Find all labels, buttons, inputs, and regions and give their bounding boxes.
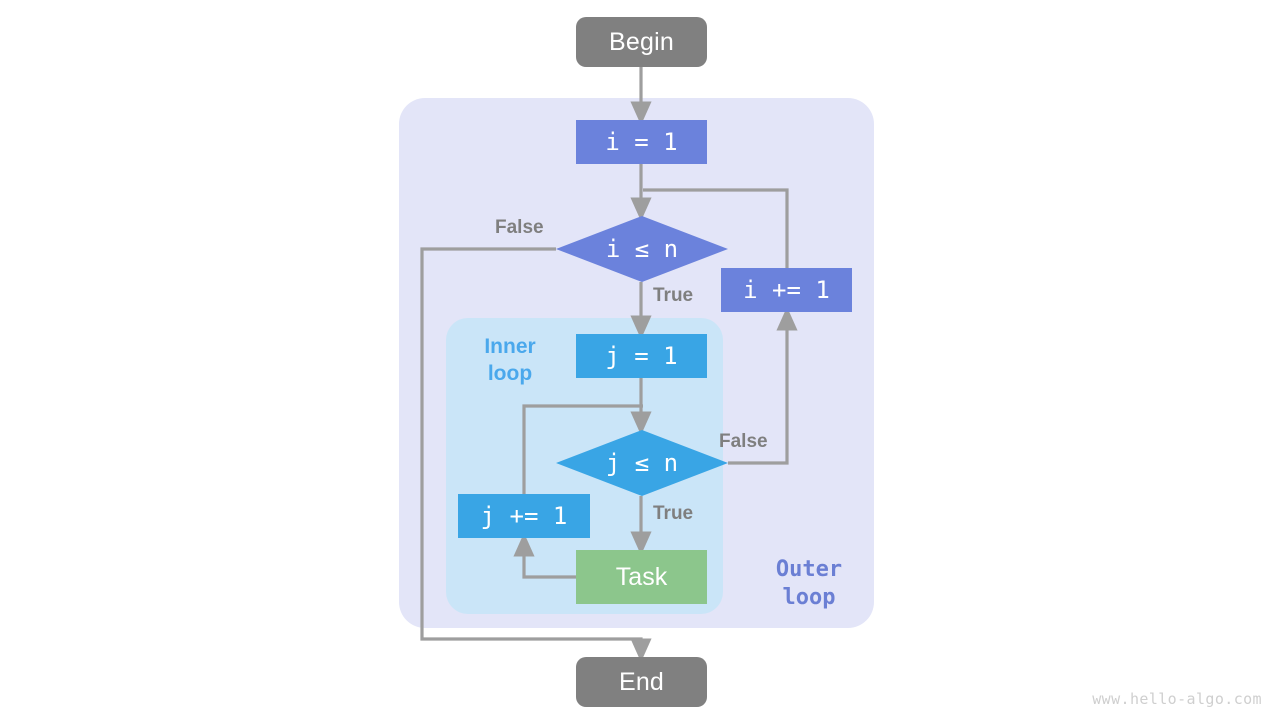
node-j-init-label: j = 1 bbox=[605, 342, 678, 370]
node-j-increment-label: j += 1 bbox=[480, 502, 568, 530]
node-end-label: End bbox=[618, 667, 665, 696]
node-begin[interactable]: Begin bbox=[576, 17, 707, 67]
node-i-increment-label: i += 1 bbox=[743, 276, 830, 304]
edge-label-outer-true: True bbox=[653, 285, 694, 306]
node-j-increment[interactable]: j += 1 bbox=[458, 494, 590, 538]
node-j-init[interactable]: j = 1 bbox=[576, 334, 707, 378]
inner-loop-caption: Inner loop bbox=[484, 335, 536, 385]
edge-label-outer-false: False bbox=[495, 217, 544, 238]
node-condition-j-label: j ≤ n bbox=[605, 449, 679, 477]
node-begin-label: Begin bbox=[609, 27, 674, 56]
node-i-init[interactable]: i = 1 bbox=[576, 120, 707, 164]
node-task-label: Task bbox=[615, 562, 668, 591]
outer-loop-caption: Outer loop bbox=[775, 557, 843, 611]
node-condition-i[interactable]: i ≤ n bbox=[556, 216, 728, 282]
edge-label-inner-false: False bbox=[719, 431, 768, 452]
edge-label-inner-true: True bbox=[653, 503, 694, 524]
watermark: www.hello-algo.com bbox=[1092, 690, 1262, 708]
node-task[interactable]: Task bbox=[576, 550, 707, 604]
node-end[interactable]: End bbox=[576, 657, 707, 707]
node-i-init-label: i = 1 bbox=[605, 128, 678, 156]
node-condition-j[interactable]: j ≤ n bbox=[556, 430, 728, 496]
node-i-increment[interactable]: i += 1 bbox=[721, 268, 852, 312]
node-condition-i-label: i ≤ n bbox=[605, 235, 679, 263]
